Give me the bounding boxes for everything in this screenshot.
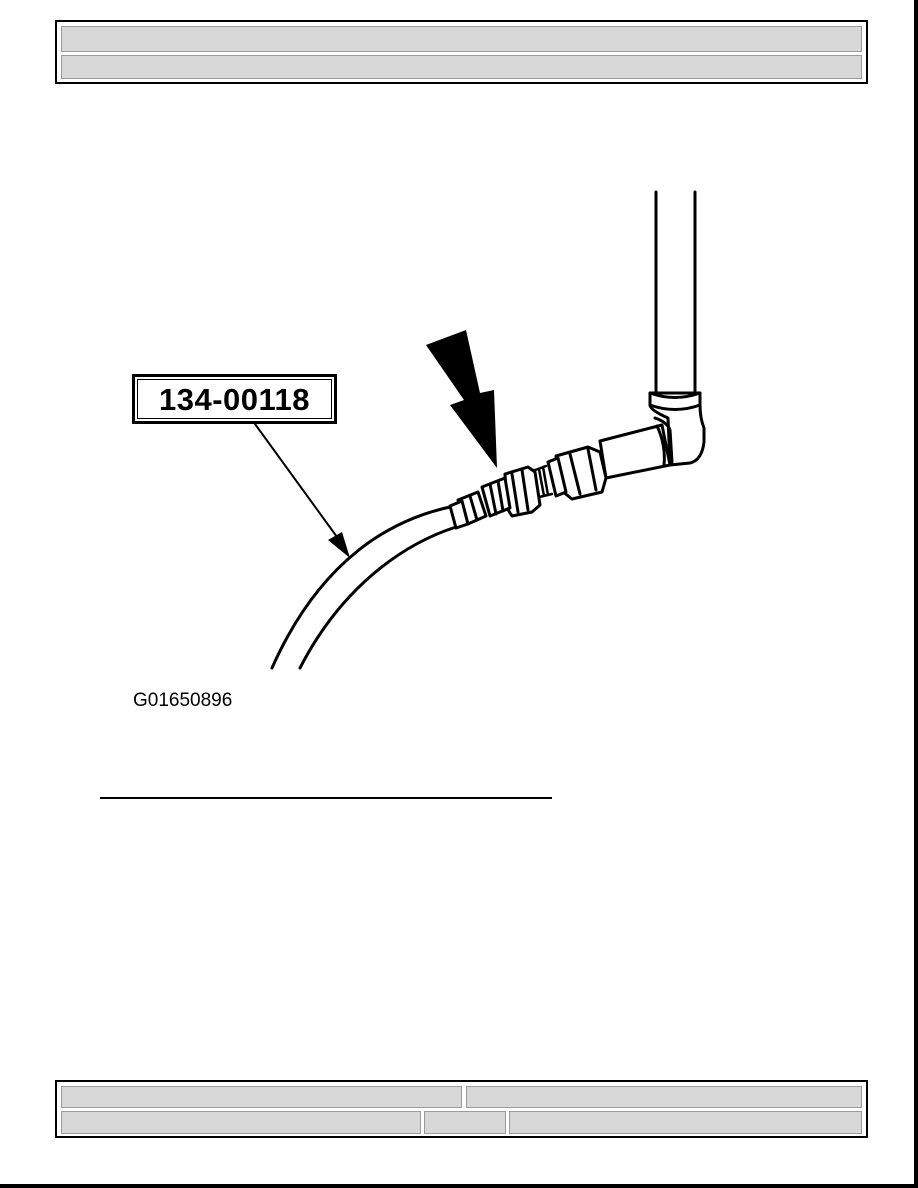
horizontal-pipe bbox=[598, 423, 672, 480]
hose bbox=[270, 505, 458, 670]
leader-arrowhead bbox=[328, 532, 350, 558]
vertical-pipe bbox=[654, 190, 697, 395]
header-title-bar bbox=[61, 26, 862, 52]
part-number-callout: 134-00118 bbox=[132, 374, 337, 424]
footer-cell-right-top bbox=[466, 1086, 862, 1108]
header-subtitle-bar bbox=[61, 55, 862, 79]
elbow-fitting bbox=[648, 391, 706, 467]
hex-nut bbox=[546, 445, 608, 501]
figure-id-label: G01650896 bbox=[133, 690, 233, 711]
footer-cell-right-bottom bbox=[509, 1111, 862, 1134]
big-arrow-icon bbox=[426, 330, 497, 468]
caption-divider bbox=[100, 797, 552, 799]
page-footer bbox=[55, 1080, 868, 1138]
footer-cell-left-bottom bbox=[61, 1111, 421, 1134]
page-header bbox=[55, 20, 868, 84]
part-number-label: 134-00118 bbox=[158, 382, 311, 417]
quick-coupler bbox=[480, 465, 542, 518]
footer-cell-middle-bottom bbox=[424, 1111, 506, 1134]
hose-fitting bbox=[448, 490, 488, 530]
footer-cell-left-top bbox=[61, 1086, 462, 1108]
leader-line bbox=[254, 423, 346, 549]
